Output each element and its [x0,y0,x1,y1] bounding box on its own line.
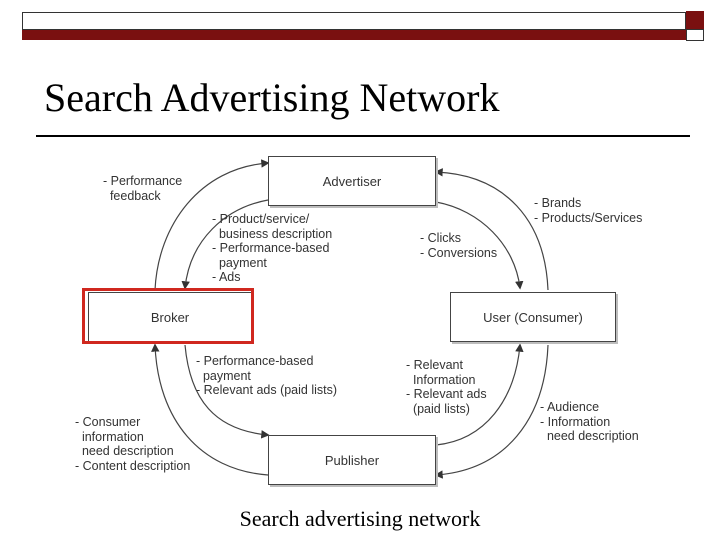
arrow-publisher-to-broker [151,343,269,476]
label-performance-feedback: - Performance feedback [103,174,183,203]
node-publisher: Publisher [268,435,436,485]
label-audience-need: - Audience - Information need descriptio… [540,400,639,443]
diagram-arrows [151,159,549,479]
arrow-advertiser-to-broker [181,199,269,290]
corner-square-light [686,29,704,41]
label-clicks-conversions: - Clicks - Conversions [420,231,498,260]
slide-title: Search Advertising Network [44,75,500,120]
corner-square-dark [686,11,704,29]
label-payment-relevant-ads: - Performance-based payment - Relevant a… [196,354,338,397]
label-product-ads: - Product/service/ business description … [212,212,333,284]
arrow-broker-to-publisher [184,344,270,439]
node-advertiser-label: Advertiser [322,173,382,189]
arrow-user-to-publisher [434,344,549,479]
network-diagram: Advertiser Broker User (Consumer) Publis… [75,156,643,485]
broker-highlight [82,288,254,344]
node-broker-label: Broker [150,309,190,325]
label-consumer-content: - Consumer information need description … [75,415,191,473]
title-underline [36,135,690,137]
node-publisher-label: Publisher [324,452,380,468]
label-relevant-info-ads: - Relevant Information - Relevant ads (p… [406,358,487,416]
header-accent-bar [22,30,688,40]
arrow-broker-to-advertiser [154,159,270,291]
node-user-label: User (Consumer) [483,309,583,325]
arrow-user-to-advertiser [434,168,549,291]
label-brands-products: - Brands - Products/Services [534,196,643,225]
arrow-advertiser-to-user [435,201,524,290]
figure-caption: Search advertising network [239,506,481,531]
node-advertiser: Advertiser [268,156,436,206]
arrow-publisher-to-user [435,343,524,446]
header-bar [22,12,686,30]
node-user: User (Consumer) [450,292,616,342]
